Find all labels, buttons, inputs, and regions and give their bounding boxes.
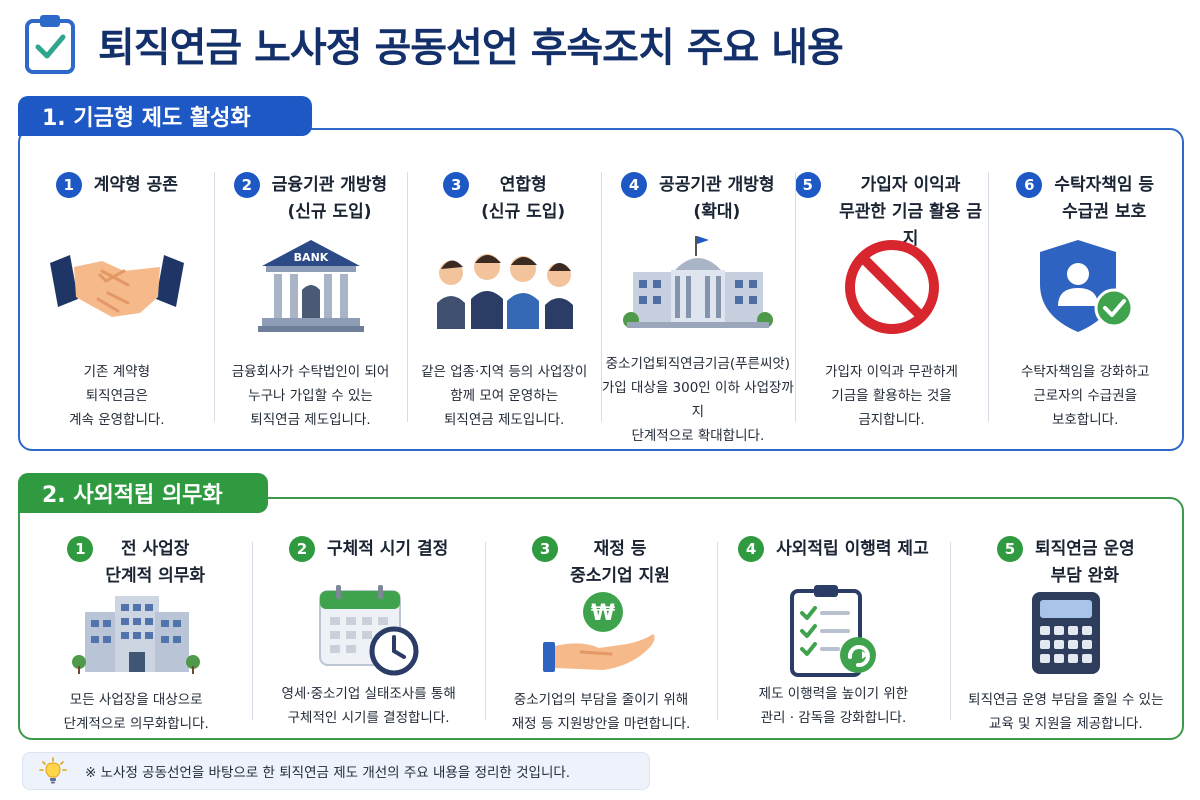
- office-building-icon: [72, 596, 201, 674]
- card-description: 기존 계약형 퇴직연금은 계속 운영합니다.: [69, 364, 165, 428]
- shield-user-icon: [1040, 240, 1134, 332]
- section-external-reserve-cards: 1 전 사업장 단계적 의무화 모든 사업장을 대상으로 단계적으로: [20, 520, 1182, 732]
- card-beneficiary-protection: 6 수탁자책임 등 수급권 보호 수탁자책임을 강화하고 근로자의 수급권을 보…: [988, 150, 1182, 432]
- card-description: 가입자 이익과 무관하게 기금을 활용하는 것을 금지합니다.: [825, 364, 958, 428]
- card-sme-support: 3 재정 등 중소기업 지원 ₩ 중소기업의 부담을 줄이기 위해 재정 등 지…: [484, 520, 717, 732]
- card-title: 금융기관 개방형 (신규 도입): [271, 175, 388, 222]
- won-symbol: ₩: [591, 601, 615, 626]
- card-title: 수탁자책임 등 수급권 보호: [1054, 175, 1155, 222]
- card-description: 퇴직연금 운영 부담을 줄일 수 있는 교육 및 지원을 제공합니다.: [968, 692, 1164, 732]
- hand-coin-icon: ₩: [543, 592, 655, 672]
- card-public-institution-open: 4 공공기관 개방형 (확대) 중소기업퇴직연금기금(푸른씨앗) 가입 대상을 …: [601, 150, 795, 444]
- card-title: 가입자 이익과 무관한 기금 활용 금지: [839, 175, 982, 249]
- card-description: 수탁자책임을 강화하고 근로자의 수급권을 보호합니다.: [1020, 364, 1150, 428]
- card-financial-institution-open: 2 금융기관 개방형 (신규 도입) BANK 금융회사가 수탁법인이 되어 누…: [213, 150, 408, 432]
- workers-group-icon: [437, 254, 574, 329]
- card-number: 2: [233, 172, 260, 198]
- card-operation-burden-relief: 5 퇴직연금 운영 부담 완화 퇴직연금 운영 부담을 줄일 수 있는 교육 및…: [949, 520, 1182, 732]
- calculator-icon: [1031, 592, 1100, 674]
- card-title: 구체적 시기 결정: [326, 539, 449, 559]
- card-number: 5: [996, 536, 1023, 562]
- card-number: 4: [738, 536, 765, 562]
- handshake-icon: [49, 255, 184, 317]
- section-fund-type-cards: 1 계약형 공존 기존 계약형 퇴직연금은 계속 운영합니다. 2 금융기관 개…: [20, 150, 1182, 444]
- calendar-clock-icon: [318, 584, 419, 676]
- card-title: 퇴직연금 운영 부담 완화: [1034, 539, 1135, 586]
- card-number: 5: [794, 172, 821, 198]
- card-fund-misuse-ban: 5 가입자 이익과 무관한 기금 활용 금지 가입자 이익과 무관하게 기금을 …: [794, 150, 989, 432]
- card-number: 6: [1016, 172, 1043, 198]
- card-number: 1: [55, 172, 82, 198]
- page-title: 퇴직연금 노사정 공동선언 후속조치 주요 내용: [98, 25, 844, 71]
- checklist-icon: [790, 584, 877, 677]
- footnote-text: ※ 노사정 공동선언을 바탕으로 한 퇴직연금 제도 개선의 주요 내용을 정리…: [85, 765, 571, 781]
- card-number: 1: [67, 536, 94, 562]
- card-timing-decision: 2 구체적 시기 결정 영세·중소기업 실태조사를 통해 구체적인 시기를 결정…: [252, 520, 484, 730]
- card-union-type: 3 연합형 (신규 도입) 같은 업종·지역 등의 사업장이 함께 모여 운영하…: [407, 150, 601, 432]
- section-fund-type-box: [18, 128, 1184, 451]
- bank-icon: BANK: [257, 240, 364, 332]
- card-phased-mandate: 1 전 사업장 단계적 의무화 모든 사업장을 대상으로 단계적으로: [20, 520, 252, 732]
- card-description: 제도 이행력을 높이기 위한 관리 · 감독을 강화합니다.: [758, 686, 909, 726]
- prohibited-icon: [844, 240, 939, 334]
- public-building-icon: [622, 236, 773, 328]
- card-description: 같은 업종·지역 등의 사업장이 함께 모여 운영하는 퇴직연금 제도입니다.: [421, 364, 588, 428]
- card-title: 재정 등 중소기업 지원: [570, 539, 670, 586]
- card-description: 영세·중소기업 실태조사를 통해 구체적인 시기를 결정합니다.: [281, 686, 456, 726]
- card-contract-coexistence: 1 계약형 공존 기존 계약형 퇴직연금은 계속 운영합니다.: [20, 150, 214, 432]
- footnote: ※ 노사정 공동선언을 바탕으로 한 퇴직연금 제도 개선의 주요 내용을 정리…: [22, 752, 650, 790]
- section-external-reserve-tab: 2. 사외적립 의무화: [18, 473, 268, 513]
- card-compliance-enhancement: 4 사외적립 이행력 제고 제도 이행력을 높이기 위한 관리 · 감독을 강화…: [717, 520, 949, 730]
- card-number: 4: [621, 172, 648, 198]
- card-title: 전 사업장 단계적 의무화: [105, 539, 206, 586]
- bank-label: BANK: [293, 251, 328, 264]
- card-number: 2: [288, 536, 315, 562]
- card-number: 3: [532, 536, 559, 562]
- card-title: 계약형 공존: [93, 175, 178, 195]
- card-title: 공공기관 개방형 (확대): [659, 175, 775, 222]
- clipboard-check-icon: [25, 15, 75, 74]
- card-description: 중소기업의 부담을 줄이기 위해 재정 등 지원방안을 마련합니다.: [511, 692, 691, 732]
- section-fund-type-tab: 1. 기금형 제도 활성화: [18, 96, 312, 136]
- card-title: 연합형 (신규 도입): [481, 175, 566, 222]
- section-external-reserve-box: [18, 497, 1184, 740]
- card-description: 모든 사업장을 대상으로 단계적으로 의무화합니다.: [63, 692, 209, 732]
- card-number: 3: [443, 172, 470, 198]
- card-title: 사외적립 이행력 제고: [776, 539, 929, 559]
- page-header: 퇴직연금 노사정 공동선언 후속조치 주요 내용: [24, 12, 844, 76]
- card-description: 금융회사가 수탁법인이 되어 누구나 가입할 수 있는 퇴직연금 제도입니다.: [231, 364, 390, 428]
- card-description: 중소기업퇴직연금기금(푸른씨앗) 가입 대상을 300인 이하 사업장까지 단계…: [601, 356, 794, 444]
- lightbulb-icon: [39, 757, 67, 784]
